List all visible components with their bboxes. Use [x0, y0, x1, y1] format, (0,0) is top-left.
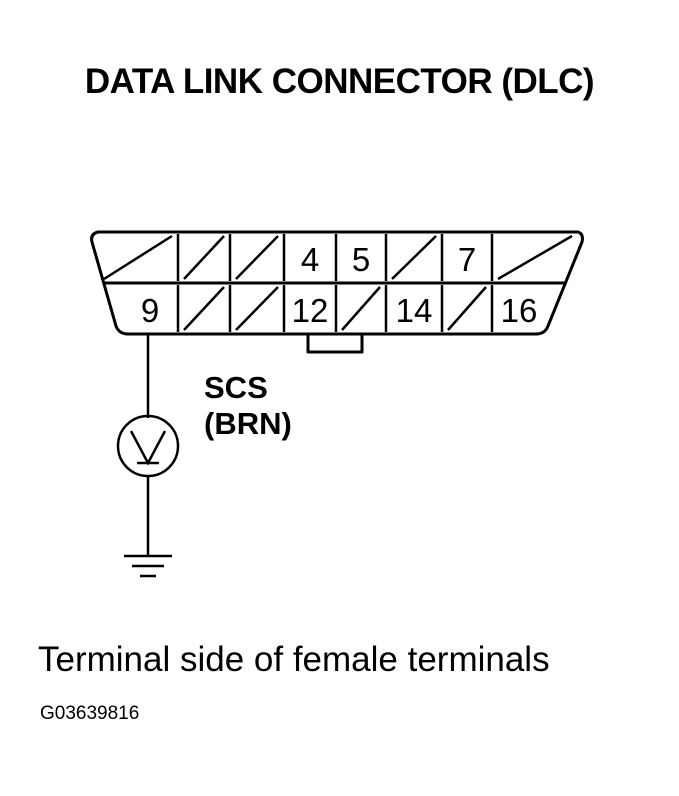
terminal-14-label: 14	[396, 292, 433, 329]
test-lamp-filament	[129, 430, 167, 466]
unused-cavity-slash	[183, 235, 225, 280]
unused-cavity-slash	[235, 286, 279, 331]
terminal-12-label: 12	[292, 292, 329, 329]
terminal-9-label: 9	[141, 292, 159, 329]
connector-key-tab	[306, 334, 364, 354]
figure-id: G03639816	[40, 703, 140, 724]
scs-circuit	[116, 334, 180, 578]
connector-outline	[90, 230, 584, 336]
wire-color-label: (BRN)	[204, 406, 292, 441]
dlc-connector	[90, 230, 584, 354]
diagram-title: DATA LINK CONNECTOR (DLC)	[84, 62, 595, 101]
test-lamp-icon	[116, 414, 180, 478]
unused-cavity-slash	[103, 234, 173, 281]
terminal-4-label: 4	[301, 241, 319, 278]
unused-cavity-slash	[341, 286, 381, 331]
signal-name-label: SCS	[204, 370, 268, 405]
terminal-7-label: 7	[458, 241, 476, 278]
unused-cavity-slash	[391, 235, 437, 280]
terminal-5-label: 5	[352, 241, 370, 278]
terminal-16-label: 16	[501, 292, 538, 329]
unused-cavity-slash	[447, 286, 487, 331]
unused-cavity-slash	[497, 234, 573, 281]
diagram-caption: Terminal side of female terminals	[38, 640, 550, 679]
unused-cavity-slash	[183, 286, 225, 331]
unused-cavity-slash	[235, 235, 279, 280]
